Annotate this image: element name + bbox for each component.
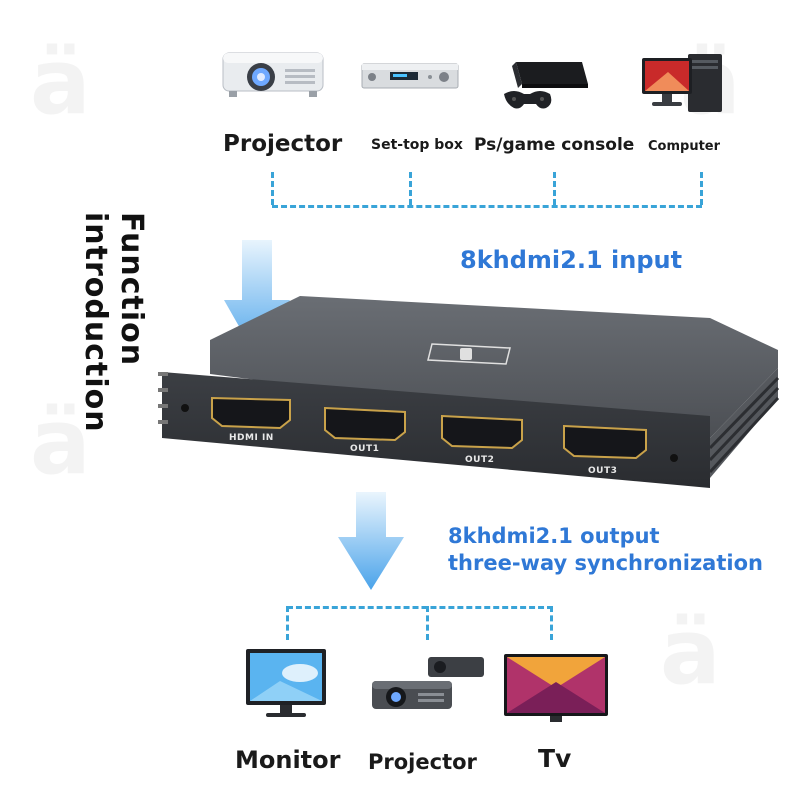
watermark: ä [660,600,721,705]
tv-illustration [504,654,608,722]
display-label-monitor: Monitor [235,746,341,774]
hdmi-splitter-device [158,296,780,488]
source-label-computer: Computer [648,139,721,154]
port-label-out3: OUT3 [588,466,618,476]
output-connector-drop [550,606,553,640]
source-label-settop-box: Set-top box [371,137,463,153]
projector-illustration [372,657,484,709]
title-line-2: introduction [78,212,113,433]
projector-illustration [222,52,324,97]
input-connector-line [272,205,702,208]
output-label-line-2: three-way synchronization [448,551,763,575]
input-label: 8khdmi2.1 input [460,246,683,274]
hdmi-port [211,396,647,460]
input-connector-drop [271,172,274,205]
input-connector-drop [553,172,556,205]
function-introduction-title: Function introduction [68,212,149,442]
game-console-illustration [504,62,588,109]
computer-illustration [642,54,722,112]
output-connector-drop [286,606,289,640]
source-label-projector: Projector [223,131,343,157]
title-line-1: Function [114,212,149,367]
port-label-out1: OUT1 [350,444,380,454]
watermark: ä [30,30,91,135]
output-connector-line [287,606,553,609]
down-arrow-icon [338,492,404,590]
input-connector-drop [700,172,703,205]
monitor-illustration [246,649,326,717]
output-connector-drop [426,606,429,640]
input-connector-drop [409,172,412,205]
settop-box-illustration [361,63,459,89]
port-label-hdmi-in: HDMI IN [229,433,274,443]
port-label-out2: OUT2 [465,455,495,465]
output-label-line-1: 8khdmi2.1 output [448,524,660,548]
display-label-projector: Projector [368,750,477,774]
display-label-tv: Tv [538,744,572,773]
source-label-game-console: Ps/game console [474,135,635,155]
watermark: ä [30,390,91,495]
